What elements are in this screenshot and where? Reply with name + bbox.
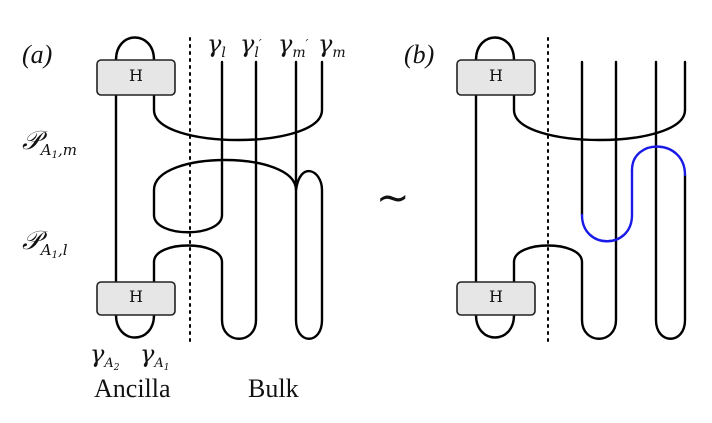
a-h-label-top: H bbox=[129, 66, 143, 85]
b-bottom-loop bbox=[474, 313, 516, 339]
a-h-box-bottom bbox=[96, 281, 176, 316]
b-upper-u-path bbox=[512, 93, 687, 142]
b-h-box-top bbox=[456, 59, 536, 96]
b-top-loop bbox=[474, 36, 516, 62]
b-blue-lower-cup bbox=[580, 168, 634, 243]
b-h-label-top: H bbox=[489, 66, 503, 85]
label-gamma-a1: γA1 bbox=[140, 340, 170, 373]
a-upper-u-path bbox=[152, 60, 324, 142]
panel-a-label: (a) bbox=[22, 40, 53, 69]
label-gamma-lprime: γl′ bbox=[240, 30, 262, 61]
equivalence-symbol: ~ bbox=[376, 175, 410, 221]
label-ancilla: Ancilla bbox=[94, 374, 171, 403]
a-bottom-loop bbox=[114, 313, 156, 339]
a-h-label-bottom: H bbox=[129, 287, 143, 306]
b-lower-wire bbox=[512, 60, 618, 340]
b-blue-upper-cap bbox=[630, 145, 687, 177]
label-gamma-m: γm bbox=[318, 30, 346, 61]
label-gamma-l: γl bbox=[207, 30, 226, 61]
a-lower-wire bbox=[152, 244, 258, 340]
panel-b-label: (b) bbox=[404, 40, 435, 69]
label-projector-a1m: 𝒫A1,m bbox=[22, 126, 77, 161]
a-middle-loop bbox=[152, 60, 298, 234]
label-gamma-a2: γA2 bbox=[90, 340, 120, 373]
label-gamma-mprime: γm′ bbox=[278, 30, 309, 61]
b-h-box-bottom bbox=[456, 281, 536, 316]
a-top-loop bbox=[114, 36, 156, 62]
label-projector-a1l: 𝒫A1,l bbox=[22, 226, 68, 261]
label-bulk: Bulk bbox=[248, 374, 299, 403]
a-bottom-right-u bbox=[294, 169, 324, 340]
a-h-box-top bbox=[96, 59, 176, 96]
b-gamma-mp-line bbox=[654, 60, 687, 340]
b-h-label-bottom: H bbox=[489, 287, 503, 306]
